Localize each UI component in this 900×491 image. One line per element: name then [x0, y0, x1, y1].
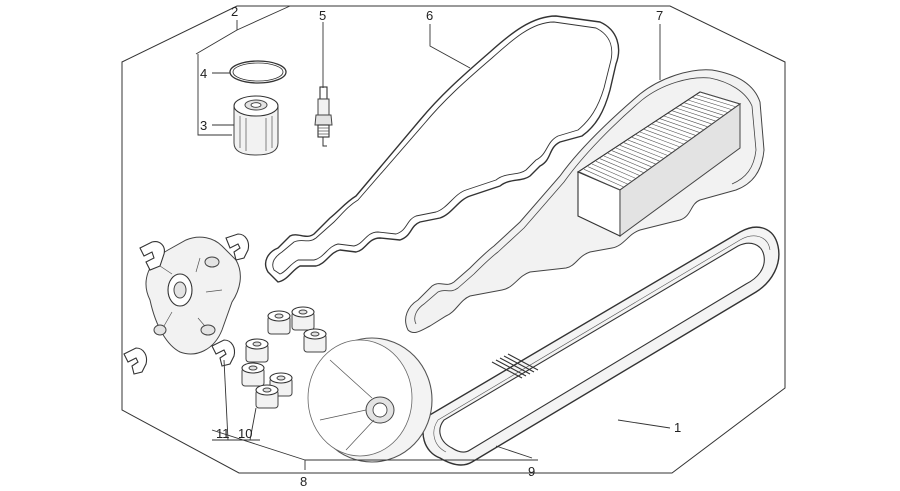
slider-top-left	[139, 241, 165, 271]
callout-9: 9	[528, 464, 535, 479]
pleat-line	[595, 161, 637, 179]
spark-plug	[314, 86, 333, 147]
pleat-line	[579, 171, 621, 191]
roller-weights	[241, 306, 327, 409]
pleat-line	[679, 105, 721, 119]
pleat-line	[591, 163, 633, 182]
callout-5: 5	[319, 8, 326, 23]
pleat-line	[695, 94, 737, 108]
pleat-line	[635, 134, 677, 151]
pleat-line	[623, 142, 665, 159]
pleat-line	[687, 99, 729, 113]
kit-frame	[121, 5, 786, 474]
callout-1: 1	[674, 420, 681, 435]
pleat-line	[655, 121, 697, 136]
callout-11: 11	[216, 426, 230, 441]
pleat-line	[691, 97, 733, 111]
pleat-line	[699, 91, 741, 105]
variator-plate	[145, 236, 241, 355]
pleat-line	[611, 150, 653, 168]
slider-center	[211, 339, 236, 367]
pleat-line	[651, 123, 693, 139]
pleat-line	[683, 102, 725, 116]
callout-10: 10	[238, 426, 252, 441]
pleat-line	[619, 145, 661, 162]
callout-7: 7	[656, 8, 663, 23]
filter-pleats	[579, 91, 741, 191]
pleat-line	[639, 131, 681, 148]
callout-8: 8	[300, 474, 307, 489]
slider-bottom-left	[123, 347, 148, 375]
roller	[241, 362, 265, 387]
pleat-line	[659, 118, 701, 133]
oil-filter	[233, 95, 279, 156]
pleat-line	[675, 107, 717, 122]
air-filter	[405, 69, 765, 333]
pleat-line	[583, 169, 625, 188]
leader-lines	[195, 5, 671, 470]
roller	[255, 384, 279, 409]
pleat-line	[647, 126, 689, 142]
variator-pulley	[307, 337, 433, 463]
pleat-line	[643, 129, 685, 145]
roller	[303, 328, 327, 353]
roller	[291, 306, 315, 331]
o-ring	[229, 60, 287, 84]
callout-2: 2	[231, 4, 238, 19]
callout-3: 3	[200, 118, 207, 133]
slider-top-right	[225, 233, 250, 261]
roller	[245, 338, 269, 363]
pleat-line	[671, 110, 713, 125]
pleat-line	[663, 115, 705, 131]
pleat-line	[607, 153, 649, 171]
pleat-line	[615, 147, 657, 165]
belt-label-stripes	[491, 353, 539, 379]
pleat-line	[603, 155, 645, 174]
pleat-line	[587, 166, 629, 185]
callout-4: 4	[200, 66, 207, 81]
pleat-line	[631, 137, 673, 154]
gasket	[264, 15, 620, 283]
pleat-line	[667, 113, 709, 128]
pleat-line	[599, 158, 641, 176]
pleat-line	[627, 139, 669, 156]
roller	[267, 310, 291, 335]
drive-belt	[422, 226, 780, 466]
callout-6: 6	[426, 8, 433, 23]
